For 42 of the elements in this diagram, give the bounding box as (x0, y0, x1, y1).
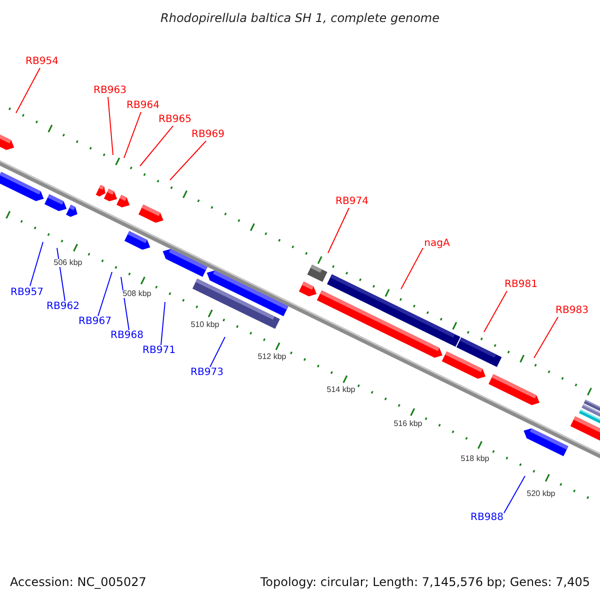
leader-line (484, 290, 508, 332)
leader-line (98, 272, 112, 316)
scale-label: 512 kbp (258, 353, 286, 361)
leader-line (160, 302, 166, 346)
gene-label: RB969 (192, 130, 224, 140)
leader-line (170, 140, 206, 180)
scale-label: 514 kbp (326, 386, 356, 394)
footer-text: Accession: NC_005027 (10, 576, 146, 588)
leader-line (210, 336, 226, 368)
gene-label: RB988 (470, 513, 504, 523)
leader-line (56, 248, 66, 302)
gene-label: RB967 (78, 317, 112, 327)
leader-line (16, 68, 40, 114)
gene-label: RB964 (126, 101, 160, 111)
scale-label: 516 kbp (394, 420, 422, 428)
gene-label: RB957 (10, 288, 44, 298)
leader-line (504, 476, 526, 514)
gene-label: RB981 (504, 280, 538, 290)
leader-line (108, 96, 114, 156)
gene-label: RB974 (336, 197, 368, 207)
title: Rhodopirellula baltica SH 1, complete genome (160, 12, 440, 24)
leader-line (124, 112, 142, 158)
leader-line (140, 126, 174, 166)
leader-line (400, 248, 424, 290)
gene-label: RB962 (46, 302, 80, 312)
gene-label: RB973 (190, 368, 224, 378)
scale-label: 510 kbp (190, 321, 220, 329)
gene-label: RB968 (110, 331, 144, 341)
leader-line (534, 316, 558, 358)
gene-label: RB983 (556, 306, 588, 316)
gene-label: RB965 (158, 115, 192, 125)
footer-text: Topology: circular; Length: 7,145,576 bp; Genes: 7,405 (260, 576, 590, 588)
gene-label: RB954 (26, 57, 58, 67)
leader-line (328, 208, 350, 254)
scale-label: 518 kbp (460, 455, 490, 463)
gene-label: nagA (424, 239, 450, 249)
scale-label: 508 kbp (122, 290, 152, 298)
gene-label: RB971 (142, 346, 176, 356)
scale-label: 506 kbp (54, 259, 82, 267)
leader-line (30, 242, 44, 286)
gene-label: RB963 (94, 86, 126, 96)
scale-label: 520 kbp (526, 490, 556, 498)
